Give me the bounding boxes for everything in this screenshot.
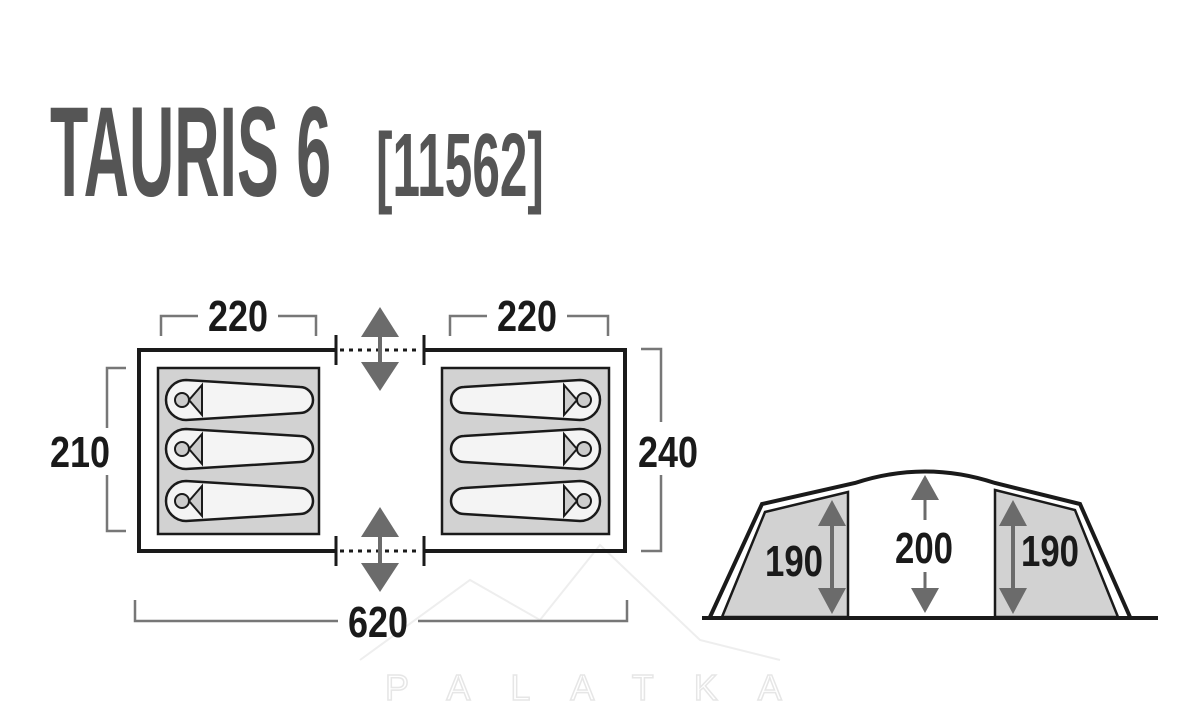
total-depth: 240 <box>638 428 698 477</box>
product-name: TAURIS 6 <box>50 82 331 224</box>
tent-outline <box>708 469 1132 618</box>
right-cabin-width: 220 <box>497 292 557 341</box>
side-view: 190 200 190 <box>702 469 1158 620</box>
sleeping-bag-icon <box>164 479 315 523</box>
center-height-arrow <box>911 475 939 613</box>
total-length: 620 <box>348 598 408 647</box>
sleeping-bag-icon <box>164 378 315 422</box>
outer-wall-right <box>424 348 627 553</box>
left-height: 190 <box>765 537 823 586</box>
watermark-text: PALATKA <box>385 667 822 708</box>
entrance-arrow-bottom <box>361 507 399 592</box>
entrance-arrow-top <box>361 307 399 391</box>
right-height: 190 <box>1021 527 1079 576</box>
sleeping-bag-icon <box>449 378 602 422</box>
left-cabin-width: 220 <box>208 292 268 341</box>
right-height-arrow <box>999 500 1027 614</box>
product-code: [11562] <box>376 115 544 215</box>
sleeping-bag-icon <box>164 427 315 471</box>
watermark: PALATKA <box>359 543 822 709</box>
sleeping-bag-icon <box>449 427 602 471</box>
cabin-depth: 210 <box>50 428 110 477</box>
center-height: 200 <box>895 524 953 573</box>
outer-wall-left <box>137 348 336 553</box>
left-height-arrow <box>818 500 846 614</box>
floor-plan: 220 220 210 240 620 <box>50 292 698 647</box>
sleeping-bag-icon <box>449 479 602 523</box>
